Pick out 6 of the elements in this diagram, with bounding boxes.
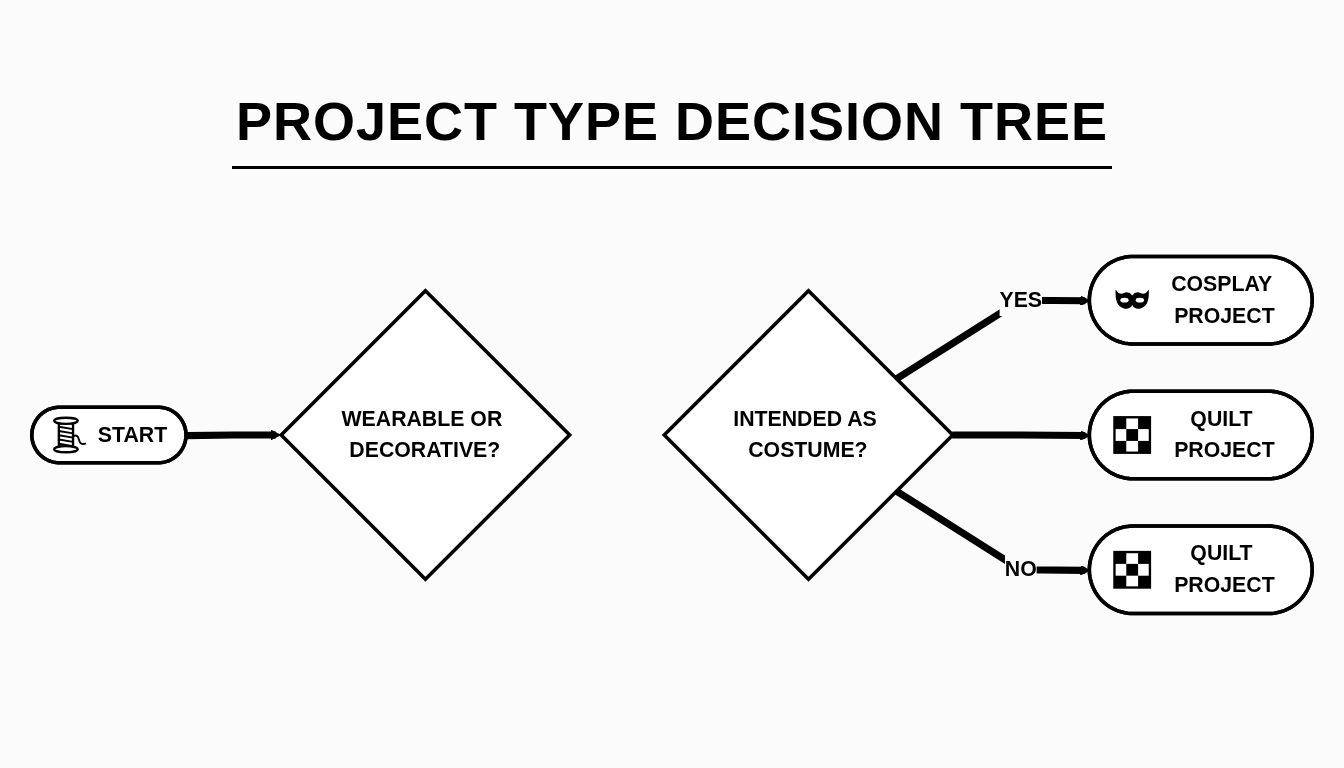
diagram-title: PROJECT TYPE DECISION TREE	[231, 90, 1113, 169]
arrow	[186, 429, 282, 441]
edge-label: NO	[1004, 557, 1037, 582]
edge-label: YES	[999, 287, 1043, 312]
node-diamond: WEARABLE OR DECORATIVE?	[278, 288, 573, 582]
node-diamond: INTENDED AS COSTUME?	[661, 288, 956, 582]
